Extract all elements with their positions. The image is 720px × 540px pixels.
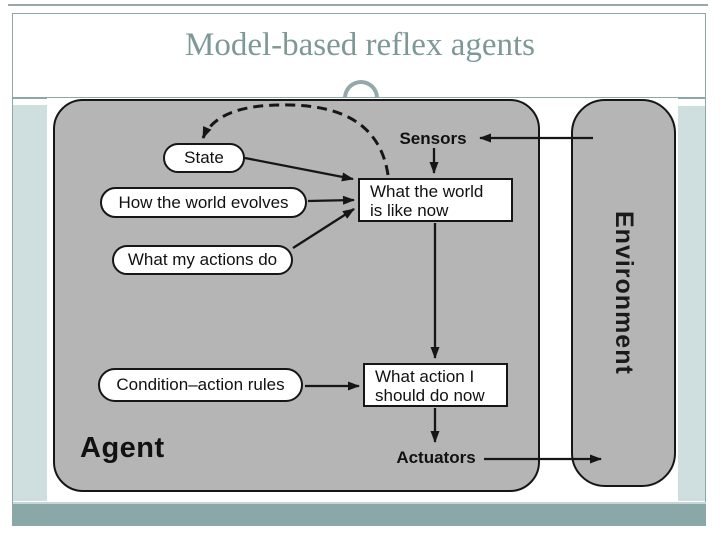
reflex-agent-diagram: Environment State How the world evolves … (47, 98, 678, 502)
agent-label: Agent (80, 432, 165, 464)
circle-ornament (343, 80, 379, 98)
how-world-evolves-label: How the world evolves (118, 192, 289, 212)
actuators-label: Actuators (396, 448, 476, 467)
action-selection-box: What action I should do now (363, 363, 508, 407)
world-state-box: What the world is like now (358, 178, 513, 222)
state-oval: State (163, 143, 245, 173)
state-oval-label: State (184, 148, 224, 167)
footer-bar (13, 502, 706, 526)
condition-action-rules-label: Condition–action rules (116, 375, 285, 394)
condition-action-rules-oval: Condition–action rules (98, 368, 303, 402)
world-state-box-line2: is like now (370, 201, 449, 220)
environment-box: Environment (571, 99, 676, 487)
right-accent-panel (678, 106, 705, 501)
world-state-box-line1: What the world (370, 182, 484, 201)
what-my-actions-do-label: What my actions do (127, 250, 278, 269)
action-selection-box-line2: should do now (375, 386, 485, 405)
slide-title: Model-based reflex agents (184, 27, 536, 63)
top-edge-line (8, 4, 708, 6)
what-my-actions-do-oval: What my actions do (112, 245, 293, 275)
sensors-label: Sensors (399, 129, 467, 148)
how-world-evolves-oval: How the world evolves (100, 187, 307, 218)
left-accent-panel (13, 105, 47, 501)
environment-label: Environment (610, 211, 638, 375)
action-selection-box-line1: What action I (375, 367, 475, 386)
